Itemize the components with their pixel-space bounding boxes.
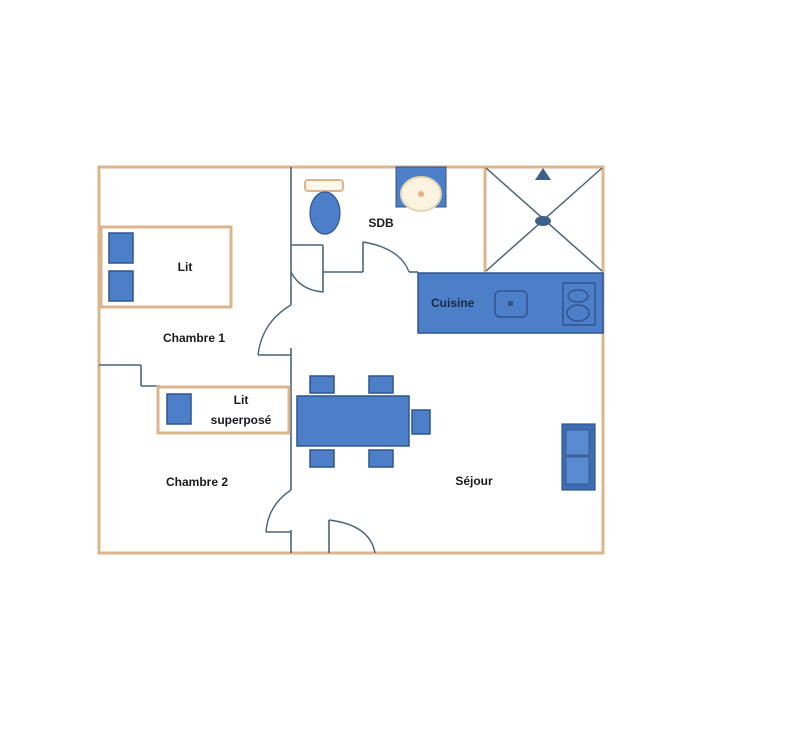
dining-set — [296, 375, 431, 468]
kitchen-sink-icon — [494, 290, 528, 318]
room-label-chambre-2: Chambre 2 — [166, 475, 228, 489]
room-label-cuisine: Cuisine — [431, 296, 475, 310]
dining-table — [296, 395, 410, 447]
room-label-sdb: SDB — [368, 216, 394, 230]
room-label-sejour: Séjour — [455, 474, 493, 488]
pillow-icon — [108, 232, 134, 264]
pillow-icon — [166, 393, 192, 425]
chair-icon — [309, 375, 335, 394]
outer-wall — [97, 165, 605, 555]
chair-icon — [309, 449, 335, 468]
room-label-chambre-1: Chambre 1 — [163, 331, 225, 345]
chair-icon — [368, 449, 394, 468]
wc-door — [290, 271, 324, 293]
bed-label: Lit — [178, 260, 193, 274]
entrance-door — [328, 519, 376, 554]
chair-icon — [411, 409, 431, 435]
sofa-icon — [561, 423, 596, 491]
bunk-bed-label-line2: superposé — [211, 413, 272, 427]
chambre2-door — [265, 489, 292, 533]
door-arcs — [257, 241, 410, 554]
chair-icon — [368, 375, 394, 394]
chambre1-door — [257, 304, 292, 356]
pillow-icon — [108, 270, 134, 302]
wc-tank — [304, 179, 344, 192]
shower-icon — [485, 167, 603, 272]
sdb-door — [362, 241, 410, 273]
stove-icon — [562, 282, 596, 326]
bunk-bed-label-line1: Lit — [234, 393, 249, 407]
toilet-icon — [309, 191, 341, 235]
